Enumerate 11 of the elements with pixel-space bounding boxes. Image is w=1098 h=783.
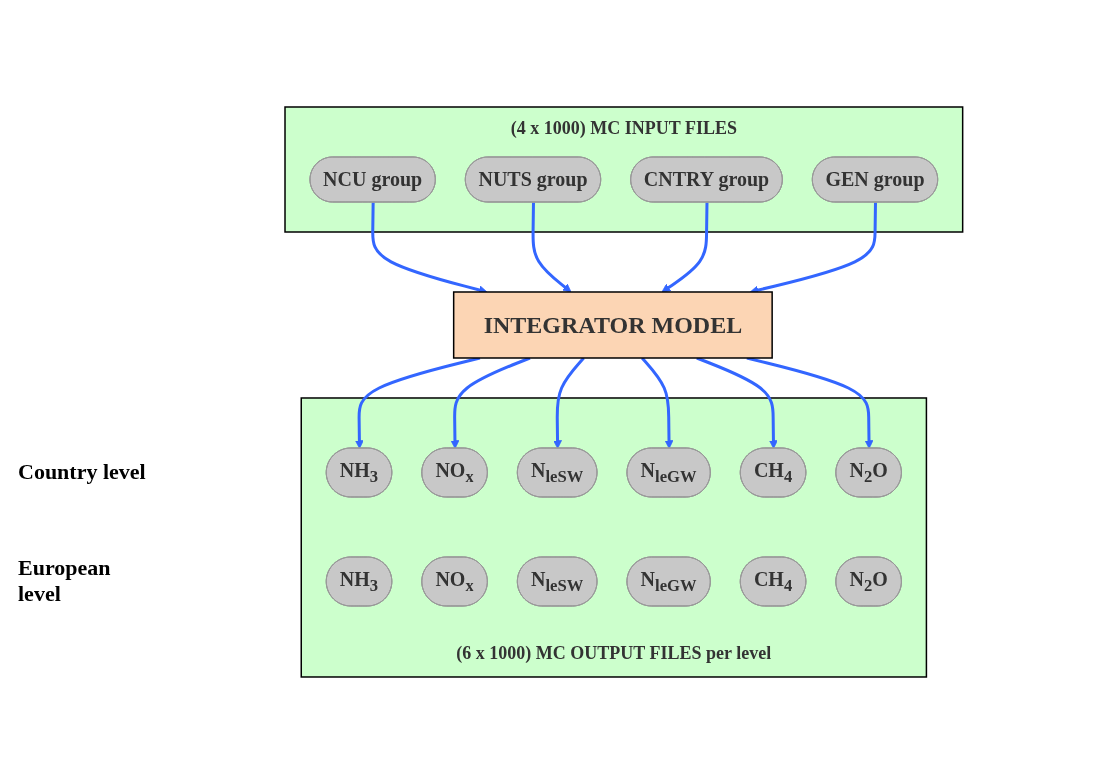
- arrow: [746, 356, 874, 449]
- arrow: [641, 356, 674, 449]
- arrow: [553, 356, 585, 449]
- arrow: [661, 201, 709, 292]
- arrow: [450, 356, 531, 449]
- row-label: European level: [18, 555, 112, 607]
- arrow: [696, 356, 778, 449]
- node-box: INTEGRATOR MODEL: [453, 290, 774, 359]
- row-label: Country level: [18, 459, 147, 485]
- arrow: [355, 356, 481, 449]
- arrow: [531, 201, 572, 292]
